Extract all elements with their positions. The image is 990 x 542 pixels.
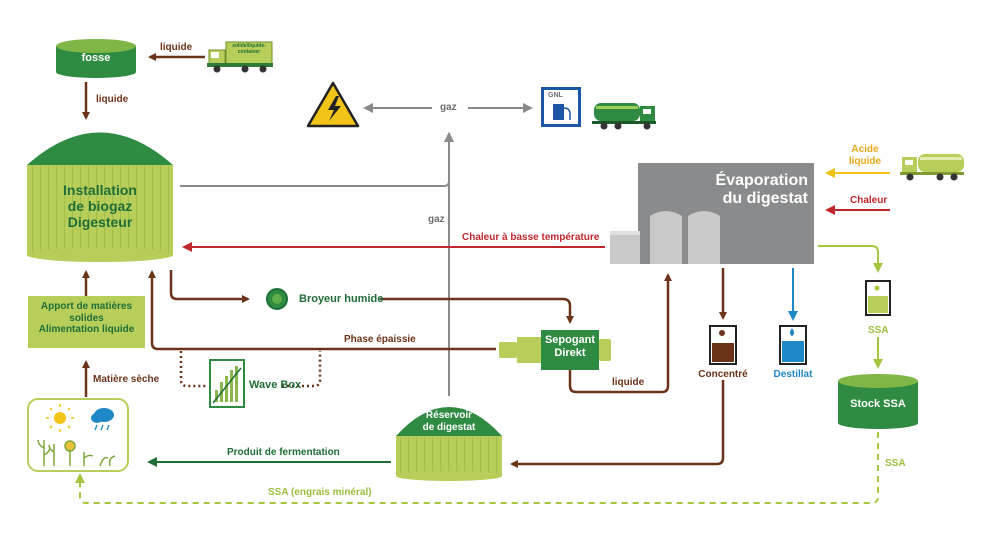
distillat-jar <box>779 325 807 365</box>
flow-label-liquide-fosse: liquide <box>96 94 129 105</box>
apport-label: Apport de matières solides Alimentation … <box>38 301 135 335</box>
concentre-jar <box>709 325 737 365</box>
field-illustration <box>27 398 129 472</box>
flow-label-liquide-truck: liquide <box>160 42 193 53</box>
stock-ssa-label: Stock SSA <box>850 398 906 410</box>
flow-label-gaz-vertical: gaz <box>428 214 445 225</box>
gnl-label: GNL <box>548 92 563 99</box>
wave-box-icon <box>209 359 245 408</box>
crop-plants-icon <box>37 439 116 467</box>
flow-thick-phase-to-digester <box>148 270 496 351</box>
sepogant-label: Sepogant Direkt <box>544 334 596 359</box>
truck-container-label: solide/liquide- container <box>232 43 266 55</box>
flow-digester-gas-up <box>180 132 454 187</box>
flow-label-phase-epaissie: Phase épaissie <box>344 334 416 345</box>
sun-icon <box>46 404 74 432</box>
concentre-label: Concentré <box>698 369 748 380</box>
fosse-tank <box>56 39 136 78</box>
flow-wavebox-out <box>282 351 322 388</box>
rain-cloud-icon <box>91 408 114 431</box>
evaporation-label: Évaporation du digestat <box>715 172 808 208</box>
flow-label-produit-fermentation: Produit de fermentation <box>227 447 340 458</box>
wave-box-label: Wave Box <box>249 379 302 391</box>
flow-label-matiere-seche: Matière sèche <box>93 374 160 385</box>
flow-label-acide: Acide liquide <box>848 144 882 167</box>
flow-evap-to-ssa <box>818 245 883 273</box>
flow-digester-to-broyeur <box>169 270 250 303</box>
flow-label-ssa-mineral: SSA (engrais minéral) <box>268 487 372 498</box>
distillat-label: Destillat <box>773 369 813 380</box>
stock-ssa-tank <box>838 374 918 429</box>
reservoir-tank <box>396 407 502 481</box>
tanker-truck-icon <box>592 103 656 130</box>
acid-truck-icon <box>900 154 964 181</box>
container-truck-icon <box>207 41 273 73</box>
ssa-jar <box>865 280 891 316</box>
sepogant-machine <box>499 330 611 370</box>
flow-label-chaleur-basse: Chaleur à basse température <box>462 232 600 243</box>
flow-label-liquide-sepogant: liquide <box>612 377 645 388</box>
flow-label-gaz-top: gaz <box>440 102 457 113</box>
broyeur-label: Broyeur humide <box>299 293 384 305</box>
digester-label: Installation de biogaz Digesteur <box>63 182 137 231</box>
flow-wavebox-in <box>179 351 207 388</box>
gnl-station-icon <box>541 87 581 127</box>
flow-ssa-mineral-fertilizer <box>75 432 879 504</box>
fosse-label: fosse <box>81 52 111 64</box>
apport-box <box>28 296 145 348</box>
flow-label-ssa-stock: SSA <box>885 458 906 469</box>
reservoir-label: Réservoir de digestat <box>422 410 476 433</box>
flow-broyeur-to-sepogant <box>380 297 574 324</box>
flow-sepogant-liquid-to-evaporation <box>568 273 672 394</box>
high-voltage-warning-icon <box>306 81 360 128</box>
flow-concentre-to-reservoir <box>510 380 725 468</box>
flow-label-chaleur: Chaleur <box>850 195 888 206</box>
digester-tank <box>27 132 173 262</box>
ssa-jar-label: SSA <box>868 325 889 336</box>
evaporation-plant <box>610 163 814 264</box>
broyeur-icon <box>266 288 288 310</box>
